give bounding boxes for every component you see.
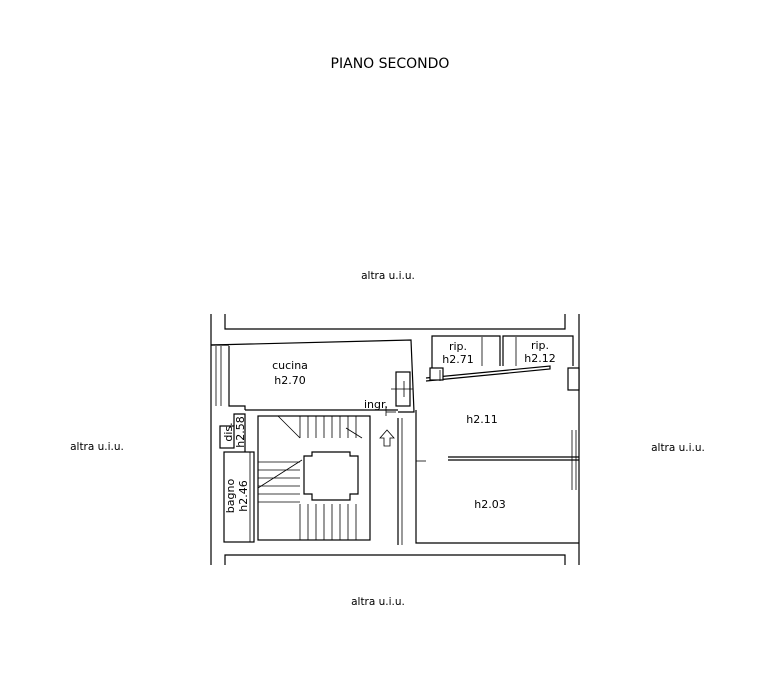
neighbor-top-label: altra u.i.u. <box>361 270 415 282</box>
room-rip1-name: rip. <box>449 340 467 353</box>
room-b-height: h2.03 <box>474 498 505 511</box>
room-dis-name: dis. <box>222 422 235 441</box>
room-cucina <box>210 339 415 413</box>
room-bagno-height: h2.46 <box>237 480 250 511</box>
door-details <box>391 367 444 407</box>
room-rip1-height: h2.71 <box>442 353 473 366</box>
room-cucina-height: h2.70 <box>274 374 305 387</box>
room-ingresso <box>385 406 403 545</box>
entrance-arrow-icon <box>379 429 395 447</box>
neighbor-right-label: altra u.i.u. <box>651 442 705 454</box>
stairwell <box>257 415 371 541</box>
room-rip2-name: rip. <box>531 339 549 352</box>
room-dis-bagno <box>219 413 255 543</box>
room-cucina-name: cucina <box>272 359 308 372</box>
room-a-height: h2.11 <box>466 413 497 426</box>
neighbor-bottom-label: altra u.i.u. <box>351 596 405 608</box>
building-outline <box>210 314 580 565</box>
room-rip2-height: h2.12 <box>524 352 555 365</box>
room-ingresso-name: ingr. <box>364 398 388 411</box>
plan-title: PIANO SECONDO <box>331 56 450 72</box>
neighbor-left-label: altra u.i.u. <box>70 441 124 453</box>
room-ripostigli <box>425 335 574 382</box>
room-bagno-name: bagno <box>224 479 237 514</box>
room-main-right <box>415 367 580 544</box>
room-dis-height: h2.58 <box>234 416 247 447</box>
